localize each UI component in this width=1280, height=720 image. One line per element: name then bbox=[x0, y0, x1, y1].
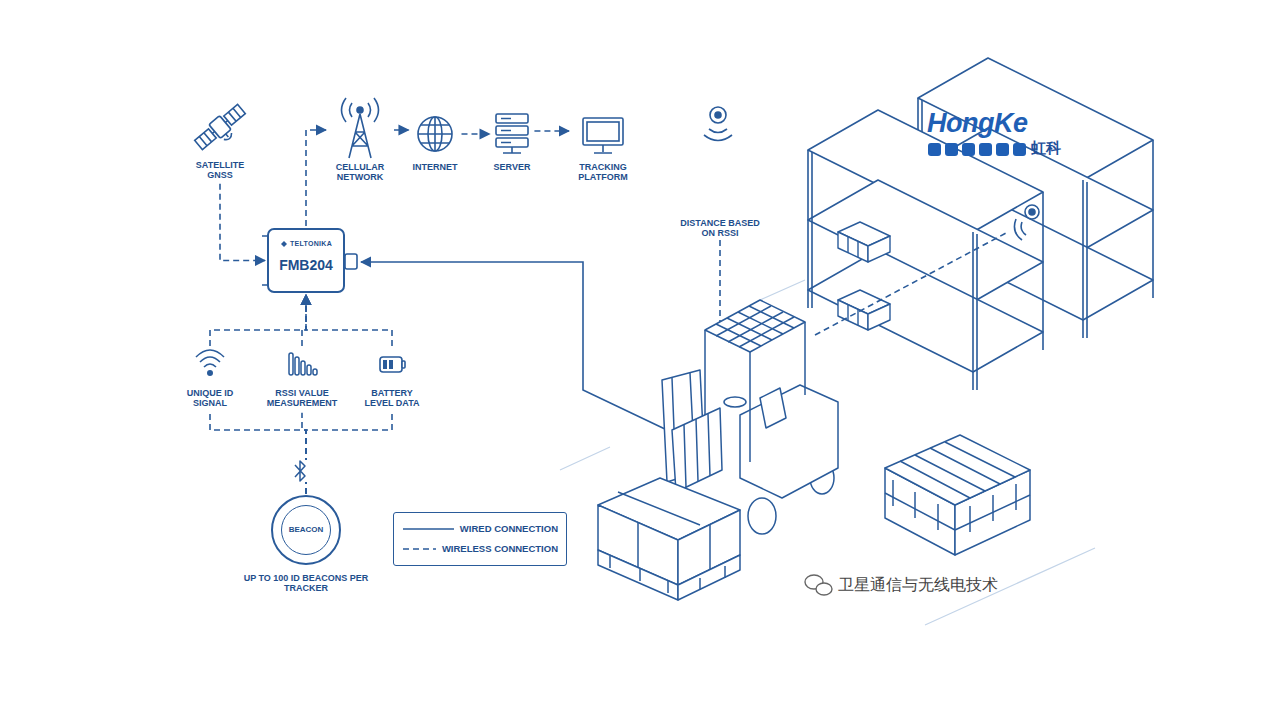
wireless-connector bbox=[306, 413, 392, 494]
beacon-ring: BEACON bbox=[271, 495, 341, 565]
tracking-platform: TRACKING PLATFORM bbox=[573, 100, 633, 183]
node-label: UNIQUE ID SIGNAL bbox=[183, 388, 238, 409]
brand-name: 虹科 bbox=[1031, 139, 1061, 158]
node-label: TRACKING PLATFORM bbox=[573, 162, 633, 183]
legend-text: WIRELESS CONNECTION bbox=[442, 544, 558, 555]
monitor-icon bbox=[583, 118, 623, 153]
node-label: INTERNET bbox=[413, 162, 458, 172]
wireless-connector bbox=[462, 133, 490, 135]
bluetooth-symbol bbox=[292, 460, 308, 482]
wireless-connector bbox=[306, 130, 326, 226]
internet: INTERNET bbox=[413, 100, 458, 172]
beacon: BEACON UP TO 100 ID BEACONS PER TRACKER bbox=[244, 495, 369, 594]
node-label: CELLULAR NETWORK bbox=[330, 162, 390, 183]
data-item: BATTERY LEVEL DATA bbox=[360, 348, 425, 409]
device-label: FMB204 bbox=[279, 257, 333, 273]
beacon-caption: UP TO 100 ID BEACONS PER TRACKER bbox=[244, 573, 369, 594]
data-item: UNIQUE ID SIGNAL bbox=[183, 348, 238, 409]
brand-logo: HongKe bbox=[927, 108, 1028, 139]
server: SERVER bbox=[494, 100, 531, 172]
wireless-connector bbox=[220, 184, 265, 261]
distance-beacon-icon bbox=[704, 107, 732, 326]
battery-icon bbox=[380, 357, 405, 372]
cellular-network: CELLULAR NETWORK bbox=[330, 100, 390, 183]
wireless-connector bbox=[210, 413, 306, 494]
distance-label: DISTANCE BASED ON RSSI bbox=[680, 218, 760, 239]
wireless-connector bbox=[210, 295, 306, 346]
wireless-connector bbox=[534, 130, 569, 132]
legend-sample bbox=[402, 524, 454, 534]
brand-text: TELTONIKA bbox=[290, 240, 332, 248]
wechat-icon bbox=[805, 575, 832, 595]
shelf-beacon bbox=[815, 205, 1039, 335]
signal-bars-icon bbox=[289, 353, 317, 375]
brand-mark: TELTONIKA bbox=[269, 240, 343, 248]
globe-icon bbox=[418, 117, 452, 151]
wireless-connector bbox=[306, 295, 392, 346]
tracker-device: TELTONIKA FMB204 bbox=[267, 228, 345, 293]
forklift bbox=[598, 300, 838, 600]
gnss-source: SATELLITE GNSS bbox=[192, 100, 248, 181]
node-label: BATTERY LEVEL DATA bbox=[360, 388, 425, 409]
legend-row: WIRELESS CONNECTION bbox=[402, 539, 558, 559]
beacon-inner: BEACON bbox=[281, 505, 331, 555]
device-name: FMB204 bbox=[269, 257, 343, 273]
pallet bbox=[885, 435, 1030, 555]
node-label: RSSI VALUE MEASUREMENT bbox=[265, 388, 340, 409]
beacon-label: BEACON bbox=[289, 525, 324, 534]
legend-row: WIRED CONNECTION bbox=[402, 519, 558, 539]
wifi-icon bbox=[196, 350, 224, 375]
cell-tower-icon bbox=[342, 98, 379, 158]
node-label: SATELLITE GNSS bbox=[193, 160, 248, 181]
data-item: RSSI VALUE MEASUREMENT bbox=[265, 348, 340, 409]
watermark: 卫星通信与无线电技术 bbox=[838, 575, 998, 596]
wireless-connector bbox=[394, 129, 409, 131]
legend-box: WIRED CONNECTION WIRELESS CONNECTION bbox=[393, 512, 567, 566]
logo-squares bbox=[928, 143, 1026, 156]
satellite-icon bbox=[193, 102, 251, 156]
warehouse-shelves bbox=[808, 58, 1153, 390]
server-icon bbox=[496, 114, 528, 153]
legend-text: WIRED CONNECTION bbox=[460, 524, 558, 535]
legend-sample bbox=[402, 544, 436, 554]
brand-icon bbox=[280, 240, 288, 248]
node-label: SERVER bbox=[494, 162, 531, 172]
